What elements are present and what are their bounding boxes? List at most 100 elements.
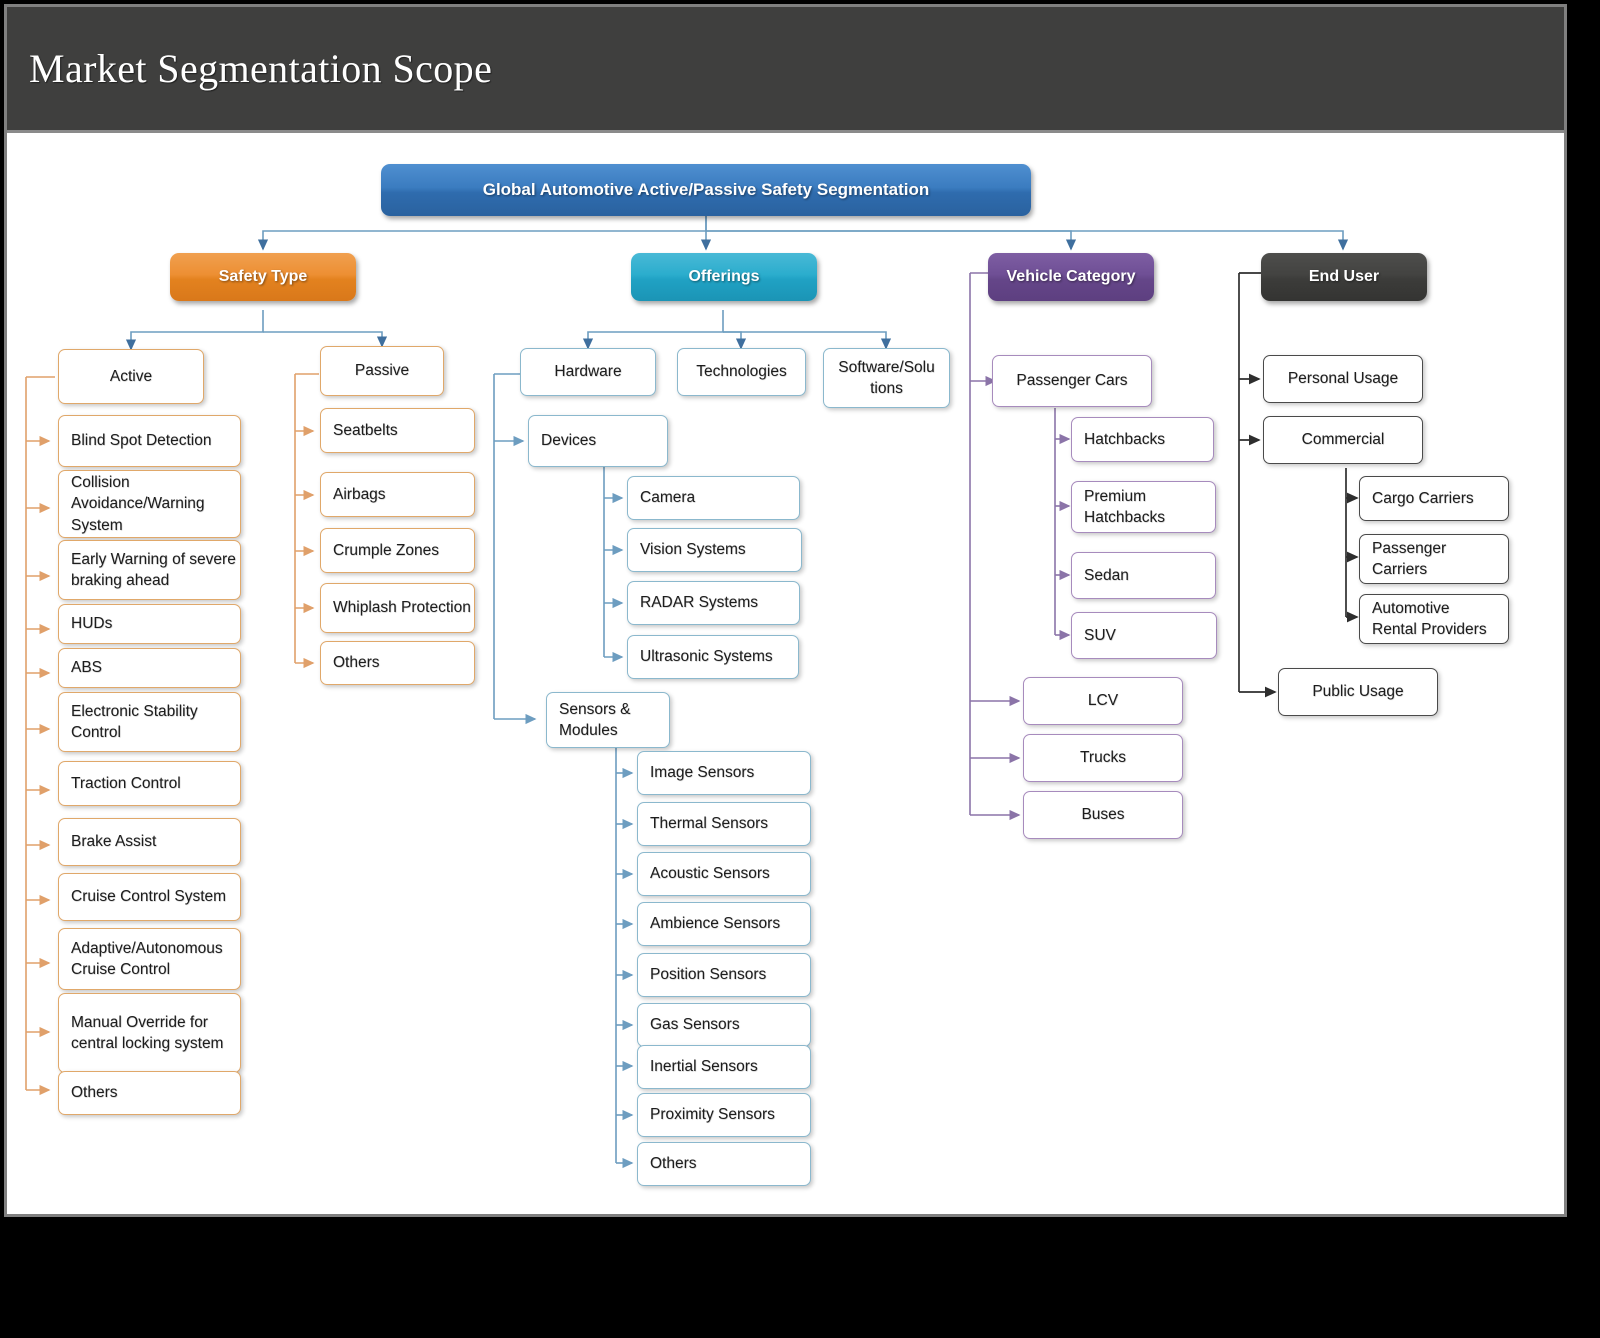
- node-offerings-label: Offerings: [688, 267, 760, 285]
- node-label: Vision Systems: [640, 541, 746, 559]
- node-label: Seatbelts: [333, 421, 398, 439]
- node-sedan[interactable]: Sedan: [1071, 552, 1216, 599]
- node-camera[interactable]: Camera: [627, 476, 800, 520]
- node-personal-usage[interactable]: Personal Usage: [1263, 355, 1423, 403]
- node-software-solutions[interactable]: Software/Solu tions: [823, 348, 950, 408]
- node-thermal-sensors[interactable]: Thermal Sensors: [637, 802, 811, 846]
- node-automotive-rental-providers-label: Automotive Rental Providers: [1372, 598, 1508, 641]
- node-whiplash-protection[interactable]: Whiplash Protection: [320, 583, 475, 633]
- node-label-line1: Automotive: [1372, 599, 1450, 617]
- node-label: Camera: [640, 489, 696, 507]
- node-position-sensors[interactable]: Position Sensors: [637, 953, 811, 997]
- slide-frame: Market Segmentation Scope: [4, 4, 1567, 1217]
- node-seatbelts[interactable]: Seatbelts: [320, 408, 475, 453]
- node-manual-override-central-locking[interactable]: Manual Override for central locking syst…: [58, 993, 241, 1073]
- node-label: Buses: [1081, 806, 1125, 824]
- node-label: Traction Control: [71, 774, 181, 792]
- node-label: Blind Spot Detection: [71, 432, 212, 450]
- node-label: Cruise Control System: [71, 888, 227, 906]
- node-ultrasonic-systems[interactable]: Ultrasonic Systems: [627, 635, 799, 679]
- node-early-warning-severe-braking[interactable]: Early Warning of severe braking ahead: [58, 540, 241, 600]
- node-label: ABS: [71, 659, 103, 677]
- page-title: Market Segmentation Scope: [29, 46, 493, 91]
- node-vision-systems[interactable]: Vision Systems: [627, 528, 802, 572]
- node-adaptive-autonomous-cruise-control[interactable]: Adaptive/Autonomous Cruise Control: [58, 928, 241, 990]
- node-devices[interactable]: Devices: [528, 415, 668, 467]
- node-label: Trucks: [1080, 749, 1126, 767]
- node-label: Proximity Sensors: [650, 1106, 775, 1124]
- node-hatchbacks[interactable]: Hatchbacks: [1071, 417, 1214, 462]
- node-label-line2: tions: [870, 380, 903, 397]
- node-label: RADAR Systems: [640, 594, 758, 612]
- node-proximity-sensors[interactable]: Proximity Sensors: [637, 1093, 811, 1137]
- node-vehicle-category[interactable]: Vehicle Category: [988, 253, 1154, 301]
- node-passenger-cars-label: Passenger Cars: [1016, 372, 1128, 390]
- node-label: Early Warning of severe braking ahead: [71, 550, 236, 589]
- node-public-usage[interactable]: Public Usage: [1278, 668, 1438, 716]
- node-acoustic-sensors[interactable]: Acoustic Sensors: [637, 852, 811, 896]
- node-collision-avoidance-warning-system[interactable]: Collision Avoidance/Warning System: [58, 470, 241, 538]
- node-huds[interactable]: HUDs: [58, 604, 241, 644]
- node-crumple-zones[interactable]: Crumple Zones: [320, 528, 475, 573]
- node-passenger-cars[interactable]: Passenger Cars: [992, 355, 1152, 407]
- node-premium-hatchbacks-label: Premium Hatchbacks: [1084, 486, 1215, 529]
- node-brake-assist[interactable]: Brake Assist: [58, 818, 241, 866]
- node-technologies[interactable]: Technologies: [677, 348, 806, 396]
- node-technologies-label: Technologies: [696, 363, 787, 381]
- node-label: Inertial Sensors: [650, 1058, 758, 1076]
- node-automotive-rental-providers[interactable]: Automotive Rental Providers: [1359, 594, 1509, 644]
- node-cruise-control-system[interactable]: Cruise Control System: [58, 873, 241, 921]
- node-suv[interactable]: SUV: [1071, 612, 1217, 659]
- node-traction-control[interactable]: Traction Control: [58, 761, 241, 806]
- node-sensors-modules[interactable]: Sensors & Modules: [546, 692, 670, 748]
- node-label: Image Sensors: [650, 764, 755, 782]
- node-sensors-others[interactable]: Others: [637, 1142, 811, 1186]
- node-label-line1: Passenger: [1372, 539, 1447, 557]
- node-blind-spot-detection[interactable]: Blind Spot Detection: [58, 415, 241, 467]
- node-passive-others[interactable]: Others: [320, 641, 475, 685]
- node-label-line1: Software/Solu: [838, 358, 935, 376]
- node-active-label: Active: [109, 367, 153, 385]
- node-hardware-label: Hardware: [554, 363, 622, 381]
- node-label: Cargo Carriers: [1372, 489, 1474, 507]
- node-label: Collision Avoidance/Warning System: [71, 473, 205, 534]
- node-passive-label: Passive: [354, 362, 410, 380]
- node-hardware[interactable]: Hardware: [520, 348, 656, 396]
- node-passive[interactable]: Passive: [320, 346, 444, 396]
- node-label: Brake Assist: [71, 833, 157, 851]
- node-buses[interactable]: Buses: [1023, 791, 1183, 839]
- node-commercial[interactable]: Commercial: [1263, 416, 1423, 464]
- node-passenger-carriers[interactable]: Passenger Carriers: [1359, 534, 1509, 584]
- node-cargo-carriers[interactable]: Cargo Carriers: [1359, 476, 1509, 521]
- node-trucks[interactable]: Trucks: [1023, 734, 1183, 782]
- node-premium-hatchbacks[interactable]: Premium Hatchbacks: [1071, 481, 1216, 533]
- node-active[interactable]: Active: [58, 349, 204, 404]
- node-inertial-sensors[interactable]: Inertial Sensors: [637, 1045, 811, 1089]
- node-label: Others: [650, 1155, 697, 1173]
- node-root[interactable]: Global Automotive Active/Passive Safety …: [381, 164, 1031, 216]
- node-label: Others: [333, 654, 380, 672]
- node-gas-sensors[interactable]: Gas Sensors: [637, 1003, 811, 1047]
- node-label: SUV: [1084, 626, 1116, 644]
- node-abs[interactable]: ABS: [58, 648, 241, 688]
- node-ambience-sensors[interactable]: Ambience Sensors: [637, 902, 811, 946]
- node-label: Airbags: [333, 485, 386, 503]
- node-airbags[interactable]: Airbags: [320, 472, 475, 517]
- node-label: HUDs: [71, 615, 113, 633]
- node-active-others[interactable]: Others: [58, 1071, 241, 1115]
- node-safety-type[interactable]: Safety Type: [170, 253, 356, 301]
- node-electronic-stability-control[interactable]: Electronic Stability Control: [58, 692, 241, 752]
- node-lcv[interactable]: LCV: [1023, 677, 1183, 725]
- node-radar-systems[interactable]: RADAR Systems: [627, 581, 800, 625]
- node-image-sensors[interactable]: Image Sensors: [637, 751, 811, 795]
- node-label: Ambience Sensors: [650, 915, 781, 933]
- slide-title-bar: Market Segmentation Scope: [7, 7, 1564, 133]
- node-offerings[interactable]: Offerings: [631, 253, 817, 301]
- node-label: Hatchbacks: [1084, 430, 1165, 448]
- node-label: Others: [71, 1084, 118, 1102]
- node-vehicle-category-label: Vehicle Category: [1006, 267, 1136, 285]
- node-end-user-label: End User: [1308, 267, 1380, 285]
- node-label-line2: Rental Providers: [1372, 621, 1487, 638]
- node-end-user[interactable]: End User: [1261, 253, 1427, 301]
